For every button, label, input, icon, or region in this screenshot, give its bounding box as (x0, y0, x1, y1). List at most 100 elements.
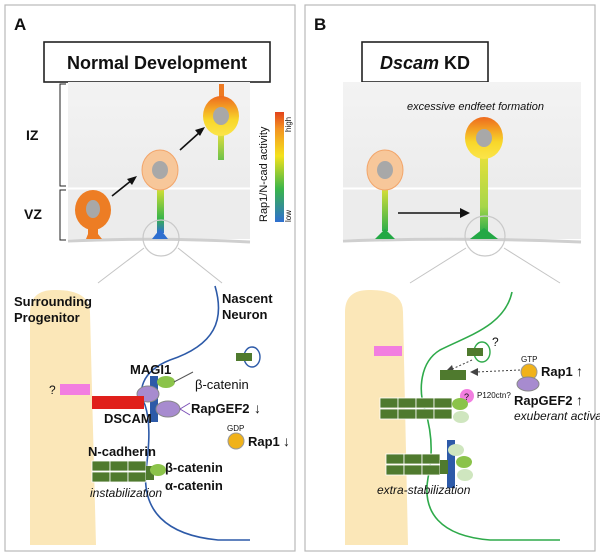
migration-arrow-1 (111, 179, 133, 197)
activity-color-scale (275, 112, 284, 222)
kd-dotted-arrowhead-2 (470, 368, 478, 376)
nascent-neuron-nucleus (152, 161, 168, 179)
kd-arrowhead (460, 208, 470, 218)
rapgef2-down-arrow: ↓ (254, 400, 261, 416)
cadherin-block (127, 460, 147, 472)
kd-stalled-stem (480, 148, 488, 232)
vz-bracket (59, 189, 66, 241)
cadherin-block (91, 471, 111, 483)
gtp-label: GTP (521, 355, 537, 364)
iz-label: IZ (26, 127, 39, 143)
cadherin-block (397, 397, 417, 409)
panel-a: A Normal Development IZ VZ (4, 4, 296, 552)
unknown-partner-box (60, 384, 90, 395)
rap1-label-a: Rap1 (248, 434, 280, 449)
nascent-neuron-stem (157, 185, 164, 233)
vz-label: VZ (24, 206, 42, 222)
nascent-label: Nascent (222, 291, 273, 306)
rap1-label-b: Rap1 (541, 364, 573, 379)
alpha-catenin-label: α-catenin (165, 478, 223, 493)
cadherin-block (379, 408, 399, 420)
gdp-label: GDP (227, 424, 244, 433)
dscam-bar (92, 396, 144, 409)
panel-b-title-gene: Dscam (380, 53, 439, 73)
kd-nascent-nucleus (377, 161, 393, 179)
cadherin-block (440, 460, 448, 474)
zoom-circle-b (464, 215, 506, 257)
nascent-neuron-cell (141, 149, 179, 239)
beta-catenin-label-2: β-catenin (165, 460, 223, 475)
beta-catenin-pointer-1 (173, 371, 194, 383)
cadherin-block (109, 471, 129, 483)
dscam-label: DSCAM (104, 411, 152, 426)
cadherin-block (91, 460, 111, 472)
rap1-down-arrow: ↓ (283, 433, 290, 449)
kd-rapgef2-protein (516, 376, 540, 392)
kd-internalized-cadherin (467, 348, 483, 356)
kd-question-mark-2: ? (464, 392, 469, 402)
question-mark-a: ? (49, 383, 56, 397)
zoom-line-b-right (503, 247, 561, 284)
ncadherin-label: N-cadherin (88, 444, 156, 459)
migrating-leading-process (219, 84, 224, 104)
cadherin-block (415, 397, 435, 409)
kd-dotted-arrow-1 (449, 359, 473, 371)
migrating-neuron-cell (203, 84, 239, 160)
cadherin-block (127, 471, 147, 483)
exuberant-activation-label: exuberant activation (514, 409, 600, 423)
rap1-up-arrow: ↑ (576, 363, 583, 379)
panel-b-title-suffix: KD (439, 53, 470, 73)
cadherin-block (397, 408, 417, 420)
ncadherin-complex-b-lower (385, 444, 473, 481)
panel-b: B Dscam KD excessive endfeet formation (304, 4, 600, 552)
panel-a-title: Normal Development (67, 53, 247, 73)
scale-high-label: high (284, 117, 293, 132)
cadherin-block (403, 453, 423, 465)
instabilization-label: instabilization (90, 486, 162, 500)
cadherin-block (403, 464, 423, 476)
cadherin-block (433, 397, 453, 409)
kd-stalled-nucleus (476, 129, 492, 147)
magi1-label: MAGI1 (130, 362, 171, 377)
kd-question-mark-1: ? (492, 335, 499, 349)
nascent-neuron-membrane (140, 285, 250, 541)
scale-axis-label: Rap1/N-cad activity (258, 126, 270, 222)
panel-a-title-box (43, 41, 271, 83)
cadherin-block (379, 397, 399, 409)
scale-low-label: low (284, 210, 293, 222)
cadherin-block (421, 464, 441, 476)
catenin-bead (448, 444, 464, 456)
kd-cadherin-membrane (440, 370, 466, 380)
panel-b-letter: B (314, 15, 326, 34)
nascent-neuron-endfoot (152, 229, 168, 239)
rapgef2-protein (155, 400, 181, 418)
rap1-gdp-bead (227, 432, 245, 450)
catenin-bead (452, 398, 468, 410)
neuron-label: Neuron (222, 307, 268, 322)
kd-stalled-endfoot (470, 228, 498, 239)
surrounding-label: Surrounding (14, 294, 92, 309)
ncadherin-complex-a (91, 460, 166, 483)
panel-b-title: Dscam KD (380, 53, 470, 73)
cadherin-block (109, 460, 129, 472)
kd-dotted-arrow-2 (475, 369, 521, 373)
catenin-bead (456, 456, 472, 468)
beta-catenin-bead-2 (150, 464, 166, 476)
migration-arrowhead-1 (127, 176, 137, 185)
cadherin-block (421, 453, 441, 465)
surrounding-progenitor (30, 290, 96, 545)
kd-transmembrane (447, 440, 455, 488)
kd-nascent-stem (382, 185, 388, 231)
cadherin-block (415, 408, 435, 420)
zoom-line-a-right (177, 247, 223, 284)
rapgef2-pointer-a (179, 402, 191, 410)
kd-stalled-neuron (465, 117, 503, 239)
cadherin-block (146, 466, 154, 480)
cadherin-block (385, 453, 405, 465)
p120-label: P120ctn? (477, 391, 511, 400)
catenin-bead (457, 469, 473, 481)
excessive-endfeet-label: excessive endfeet formation (407, 101, 544, 113)
internalized-cadherin (236, 353, 252, 361)
progenitor-nucleus (86, 200, 100, 218)
